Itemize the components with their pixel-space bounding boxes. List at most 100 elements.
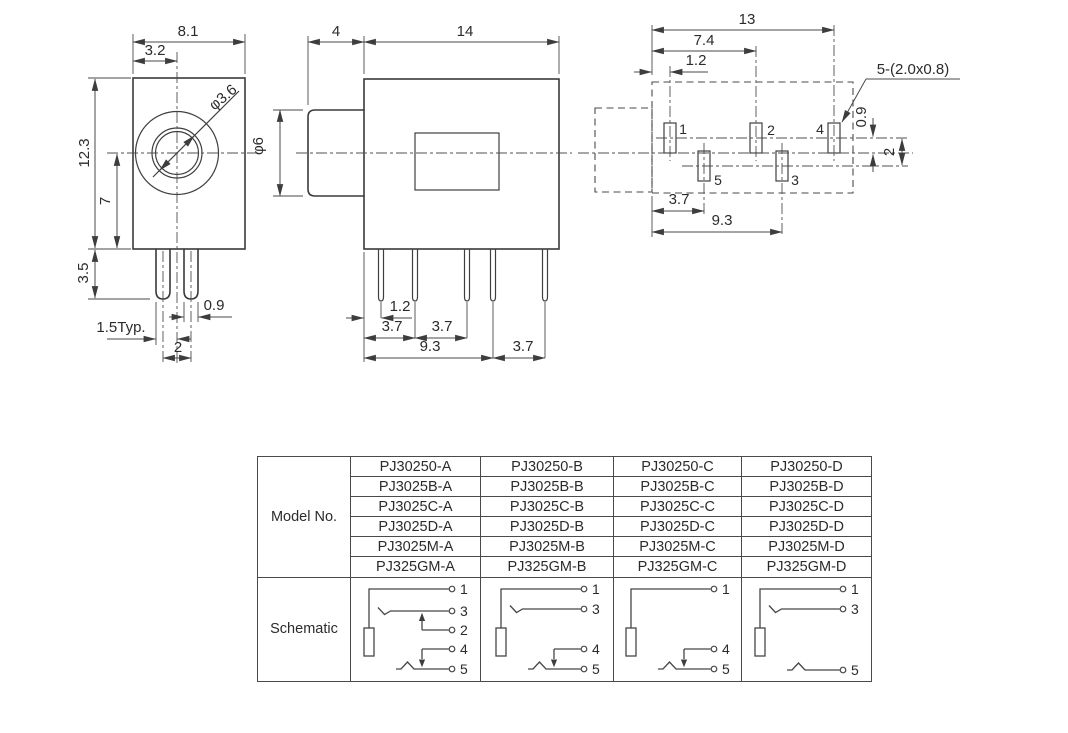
terminal-circles: [448, 585, 456, 672]
model-cell: PJ325GM-B: [480, 556, 614, 578]
svg-text:2: 2: [460, 622, 468, 638]
model-cell: PJ325GM-D: [741, 556, 872, 578]
table-row: PJ3025M-A PJ3025M-B PJ3025M-C PJ3025M-D: [258, 536, 872, 558]
front-pin-width-dim: 0.9: [204, 297, 225, 314]
top-pin5-span-dim: 3.7: [669, 191, 690, 208]
svg-text:1: 1: [679, 121, 687, 137]
svg-text:5: 5: [592, 661, 600, 677]
model-no-label: Model No.: [257, 456, 351, 578]
model-cell: PJ3025D-B: [480, 516, 614, 538]
side-extension-lines: [273, 36, 560, 362]
svg-text:1: 1: [460, 581, 468, 597]
top-centerlines: [578, 25, 913, 237]
model-cell: PJ3025D-D: [741, 516, 872, 538]
top-pin-note: 5-(2.0x0.8): [877, 61, 950, 78]
top-row-gap-dim: 2: [881, 148, 898, 156]
schematic-cell-d: 1 3 5: [741, 576, 872, 682]
table-row: PJ3025D-A PJ3025D-B PJ3025D-C PJ3025D-D: [258, 516, 872, 538]
model-cell: PJ325GM-C: [613, 556, 742, 578]
model-cell: PJ3025C-B: [480, 496, 614, 518]
side-barrel-length-dim: 4: [332, 23, 340, 40]
table-row: PJ325GM-A PJ325GM-B PJ325GM-C PJ325GM-D: [258, 556, 872, 578]
side-barrel-dia-dim: φ6: [250, 137, 267, 155]
svg-text:5: 5: [460, 661, 468, 677]
svg-text:4: 4: [592, 641, 600, 657]
top-barrel-hidden-outline: [594, 107, 653, 193]
model-cell: PJ3025B-D: [741, 476, 872, 498]
schematic-d: 1 3 5: [754, 581, 859, 678]
model-cell: PJ3025B-B: [480, 476, 614, 498]
side-pitch-c-dim: 3.7: [513, 338, 534, 355]
side-view: 4 14 φ6 1.2 3.7 3.7 9.3 3.7: [250, 23, 572, 362]
side-pin1-offset-dim: 1.2: [390, 298, 411, 315]
front-center-offset-dim: 3.2: [145, 42, 166, 59]
svg-text:1: 1: [592, 581, 600, 597]
svg-text:5: 5: [851, 662, 859, 678]
model-cell: PJ30250-A: [350, 455, 481, 478]
dimension-drawing: 8.1 3.2 12.3 7 3.5 φ3.6 0.9 1.5Typ.: [75, 11, 960, 366]
front-body-outline: [132, 77, 246, 250]
side-pitch-b-dim: 3.7: [432, 318, 453, 335]
schematic-label: Schematic: [257, 576, 351, 682]
model-cell: PJ325GM-A: [350, 556, 481, 578]
top-body-hidden-outline: [651, 81, 854, 194]
front-hole-dia-dim: φ3.6: [206, 81, 240, 114]
model-cell: PJ3025M-B: [480, 536, 614, 558]
top-pin-labels: 1 2 4 5 3: [679, 121, 824, 188]
side-body-outline: [363, 78, 560, 250]
side-body-length-dim: 14: [457, 23, 474, 40]
svg-text:4: 4: [460, 641, 468, 657]
top-row-offset-dim: 0.9: [853, 107, 870, 128]
svg-text:3: 3: [460, 603, 468, 619]
side-pitch-a-dim: 3.7: [382, 318, 403, 335]
front-view: 8.1 3.2 12.3 7 3.5 φ3.6 0.9 1.5Typ.: [75, 23, 259, 366]
schematic-c: 1 4 5: [625, 581, 730, 677]
top-total-length-dim: 13: [739, 11, 756, 28]
plug-symbol: [754, 626, 766, 657]
schematic-cell-a: 1 3 2 4 5: [350, 576, 481, 682]
schematic-row: Schematic 1 3: [257, 576, 872, 682]
model-cell: PJ30250-D: [741, 455, 872, 478]
model-cell: PJ3025M-A: [350, 536, 481, 558]
side-inner-window: [414, 132, 500, 191]
model-cell: PJ3025C-C: [613, 496, 742, 518]
table-row: PJ3025C-A PJ3025C-B PJ3025C-C PJ3025C-D: [258, 496, 872, 518]
top-dimensions: 13 7.4 1.2 5-(2.0x0.8) 0.9 2 3.7 9.3: [634, 11, 960, 236]
top-pin3-span-dim: 9.3: [712, 212, 733, 229]
front-lower-height-dim: 7: [97, 197, 114, 205]
model-spec-table: Model No. PJ30250-A PJ30250-B PJ30250-C …: [257, 455, 872, 682]
top-pin1-offset-dim: 1.2: [686, 52, 707, 69]
svg-text:2: 2: [767, 122, 775, 138]
side-span-dim: 9.3: [420, 338, 441, 355]
side-pins: [377, 249, 549, 302]
terminal-circles: [710, 585, 718, 672]
front-width-dim: 8.1: [178, 23, 199, 40]
schematic-cell-b: 1 3 4 5: [480, 576, 614, 682]
table-row: Model No. PJ30250-A PJ30250-B PJ30250-C …: [257, 455, 872, 578]
schematic-b: 1 3 4 5: [494, 581, 600, 677]
top-view: 1 2 4 5 3 13: [578, 11, 960, 237]
svg-text:5: 5: [714, 172, 722, 188]
terminal-circles: [839, 585, 847, 673]
svg-text:1: 1: [851, 581, 859, 597]
schematic-cell-c: 1 4 5: [613, 576, 742, 682]
svg-text:3: 3: [851, 601, 859, 617]
front-pin-pitch-dim: 2: [174, 339, 182, 356]
top-pins: [663, 122, 841, 182]
model-cell: PJ3025C-D: [741, 496, 872, 518]
model-cell: PJ3025B-A: [350, 476, 481, 498]
svg-text:4: 4: [722, 641, 730, 657]
front-pin-length-dim: 3.5: [75, 263, 92, 284]
model-cell: PJ3025D-C: [613, 516, 742, 538]
model-cell: PJ30250-C: [613, 455, 742, 478]
front-height-dim: 12.3: [76, 138, 93, 167]
svg-text:4: 4: [816, 121, 824, 137]
model-cell: PJ30250-B: [480, 455, 614, 478]
front-dimensions: 8.1 3.2 12.3 7 3.5 φ3.6 0.9 1.5Typ.: [75, 23, 246, 362]
top-pin2-span-dim: 7.4: [694, 32, 715, 49]
plug-symbol: [494, 626, 507, 657]
plug-symbol: [625, 626, 637, 657]
model-cell: PJ3025M-D: [741, 536, 872, 558]
table-row: PJ3025B-A PJ3025B-B PJ3025B-C PJ3025B-D: [258, 476, 872, 498]
